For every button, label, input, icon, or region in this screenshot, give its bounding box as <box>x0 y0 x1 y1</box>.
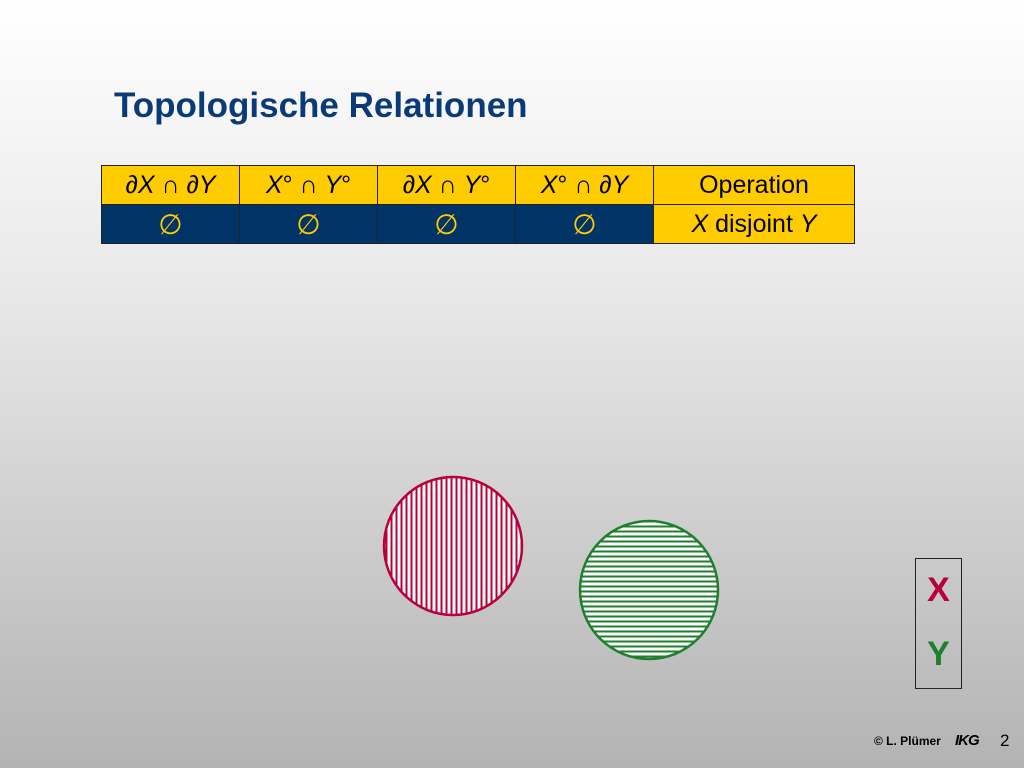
region-y-circle <box>578 519 720 661</box>
ikg-logo: IKG <box>955 732 980 749</box>
header-boundary-boundary: ∂X ∩ ∂Y <box>101 165 240 205</box>
intersection-symbol: ∩ <box>567 170 600 199</box>
page-number: 2 <box>1000 731 1010 750</box>
var-y: Y <box>198 170 216 199</box>
operation-word: disjoint <box>708 209 800 238</box>
slide-title: Topologische Relationen <box>114 86 528 125</box>
intersection-symbol: ∩ <box>431 170 464 199</box>
interior-mark: ° <box>557 170 568 199</box>
header-boundary-interior: ∂X ∩ Y° <box>377 165 516 205</box>
boundary-symbol: ∂ <box>125 170 138 199</box>
legend-box: X Y <box>915 558 962 689</box>
legend-y-label: Y <box>927 635 950 673</box>
header-interior-boundary: X° ∩ ∂Y <box>515 165 654 205</box>
value-empty-set: ∅ <box>239 204 378 244</box>
topology-table: ∂X ∩ ∂Y X° ∩ Y° ∂X ∩ Y° X° ∩ ∂Y Operatio… <box>101 165 855 244</box>
var-x: X <box>265 170 283 199</box>
var-x: X <box>540 170 558 199</box>
var-y: Y <box>324 170 342 199</box>
boundary-symbol: ∂ <box>186 170 199 199</box>
boundary-symbol: ∂ <box>402 170 416 199</box>
interior-mark: ° <box>480 170 491 199</box>
var-x: X <box>415 170 432 199</box>
header-interior-interior: X° ∩ Y° <box>239 165 378 205</box>
interior-mark: ° <box>341 170 352 199</box>
value-empty-set: ∅ <box>101 204 240 244</box>
table-header-row: ∂X ∩ ∂Y X° ∩ Y° ∂X ∩ Y° X° ∩ ∂Y Operatio… <box>101 165 855 205</box>
var-y: Y <box>463 170 481 199</box>
var-y: Y <box>611 170 629 199</box>
header-operation: Operation <box>653 165 855 205</box>
footer-copyright: © L. Plümer <box>874 734 941 748</box>
var-x: X <box>137 170 155 199</box>
value-empty-set: ∅ <box>515 204 654 244</box>
intersection-symbol: ∩ <box>154 170 187 199</box>
operation-value: X disjoint Y <box>653 204 855 244</box>
boundary-symbol: ∂ <box>599 170 612 199</box>
intersection-symbol: ∩ <box>292 170 325 199</box>
region-x-circle <box>382 475 524 617</box>
legend-x-label: X <box>927 571 950 609</box>
table-value-row: ∅ ∅ ∅ ∅ X disjoint Y <box>101 204 855 244</box>
var-y: Y <box>799 209 817 238</box>
interior-mark: ° <box>282 170 293 199</box>
var-x: X <box>691 209 709 238</box>
